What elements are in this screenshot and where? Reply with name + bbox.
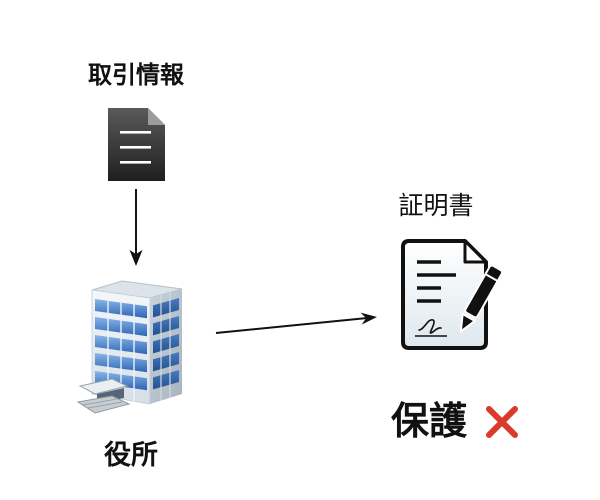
building-side-window-band: [153, 334, 179, 354]
document-icon: [108, 108, 165, 181]
arrow-right-head: [360, 312, 377, 325]
pen-nib: [459, 313, 476, 333]
red-x-icon: [486, 406, 518, 438]
certificate-label: 証明書: [398, 191, 474, 220]
arrow-down-head: [129, 250, 143, 266]
document-line: [120, 131, 151, 134]
signature-squiggle: [418, 319, 442, 334]
arrow-right-line: [215, 317, 367, 334]
certificate-fold: [463, 239, 488, 264]
government-office-label: 役所: [104, 440, 158, 471]
arrow-down: [129, 189, 143, 266]
pen-cap-band: [484, 273, 499, 282]
building-stair-step: [82, 398, 118, 406]
pen-icon: [459, 264, 503, 333]
building-stair-step: [87, 401, 123, 409]
cross-stroke: [486, 406, 518, 438]
document-fold: [148, 108, 165, 125]
building-entrance-stairs: [76, 395, 131, 414]
arrow-right: [215, 312, 377, 334]
building-side-window-band: [153, 370, 179, 390]
building-entrance-canopy: [78, 378, 129, 395]
protection-label: 保護: [390, 399, 467, 443]
building-side-window-band: [153, 298, 179, 318]
office-building-icon: [76, 280, 183, 414]
document-line: [120, 161, 151, 164]
transaction-info-label: 取引情報: [88, 61, 184, 89]
building-side-window-band: [153, 316, 179, 336]
certificate-icon: [401, 239, 503, 350]
building-side-window-band: [153, 352, 179, 372]
document-line: [120, 146, 151, 149]
